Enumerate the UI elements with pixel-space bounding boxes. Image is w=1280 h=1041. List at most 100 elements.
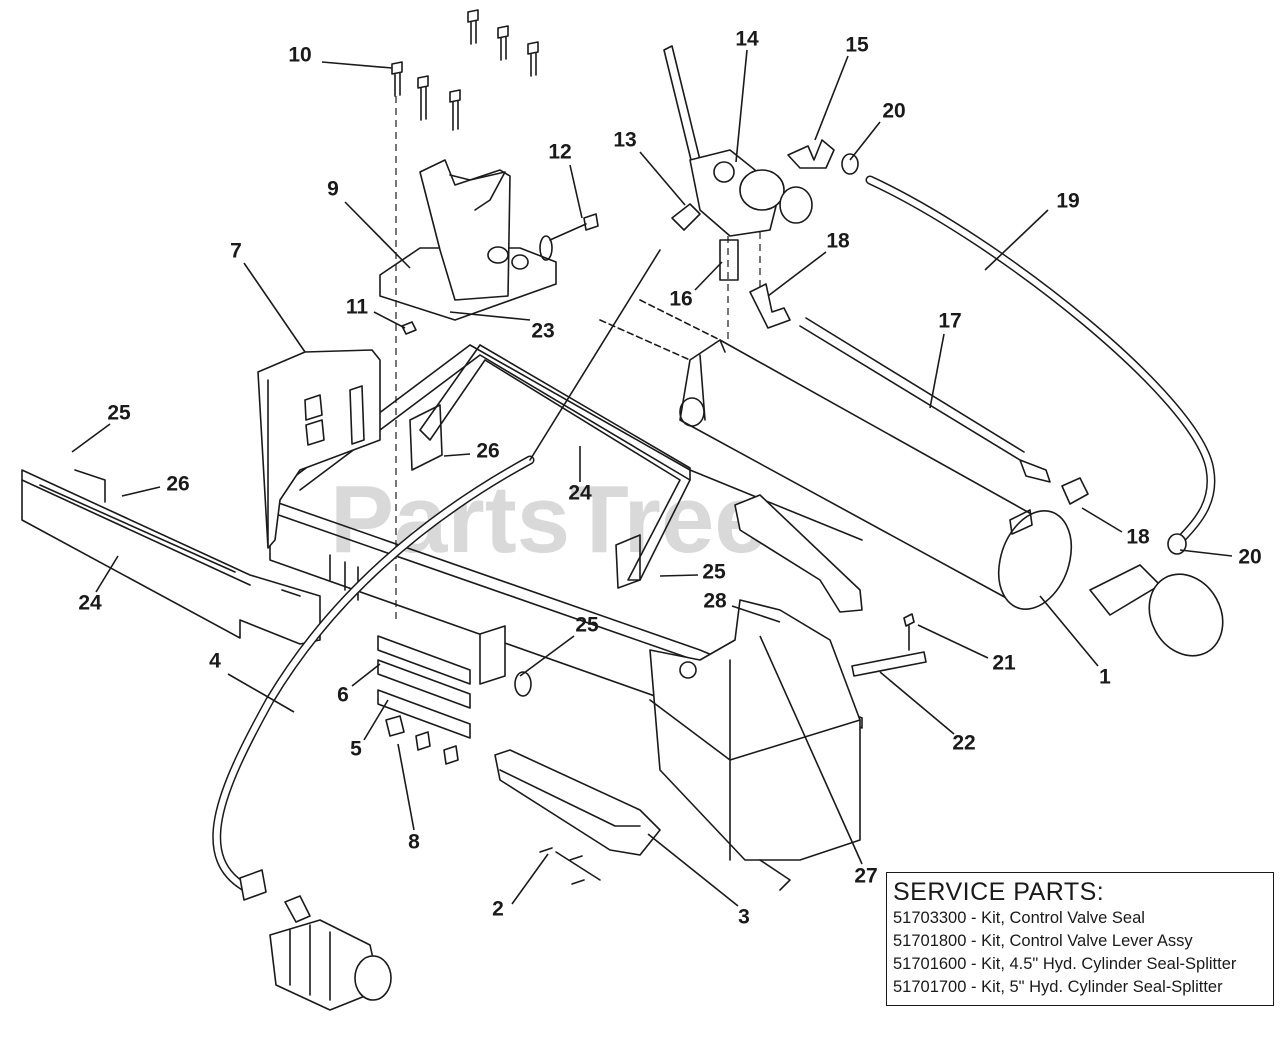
service-parts-box: SERVICE PARTS: 51703300 - Kit, Control V… xyxy=(886,872,1274,1006)
filter-assembly xyxy=(1089,564,1224,657)
callout-label-26: 26 xyxy=(476,440,499,463)
callout-leader-17 xyxy=(929,333,945,409)
callout-leader-11 xyxy=(373,311,406,329)
fitting-13 xyxy=(671,203,701,231)
callout-label-14: 14 xyxy=(735,28,759,51)
watermark: PartsTree xyxy=(330,466,768,573)
callout-label-4: 4 xyxy=(209,650,221,673)
hose-19 xyxy=(865,175,1216,545)
hose-4 xyxy=(212,249,661,895)
callout-label-25: 25 xyxy=(107,402,131,425)
fitting-18-top xyxy=(749,283,791,329)
fitting-18-bottom xyxy=(1061,477,1089,505)
callout-leader-26 xyxy=(443,453,471,457)
callout-label-11: 11 xyxy=(346,296,369,319)
callout-leader-1 xyxy=(1039,595,1099,667)
callout-label-26: 26 xyxy=(166,473,189,496)
part-21-pin xyxy=(903,613,915,651)
callout-label-21: 21 xyxy=(992,652,1016,675)
callout-leader-18 xyxy=(767,251,827,297)
callout-label-10: 10 xyxy=(288,44,311,67)
service-parts-title: SERVICE PARTS: xyxy=(893,878,1105,906)
callout-label-16: 16 xyxy=(669,288,692,311)
hydraulic-pump xyxy=(239,869,392,1011)
callout-label-18: 18 xyxy=(1126,526,1150,549)
tube-17 xyxy=(799,317,1051,483)
callout-leader-15 xyxy=(814,55,849,141)
callout-label-20: 20 xyxy=(1238,546,1261,569)
bolts-2 xyxy=(539,847,601,885)
callout-leader-19 xyxy=(984,209,1049,271)
callout-leader-25 xyxy=(71,423,111,453)
callout-label-9: 9 xyxy=(327,178,339,201)
callout-leader-14 xyxy=(735,49,748,163)
part-14-control-valve xyxy=(663,45,813,237)
part-22-strap xyxy=(851,651,927,677)
callout-label-8: 8 xyxy=(408,831,420,854)
service-part-row: 51701600 - Kit, 4.5" Hyd. Cylinder Seal-… xyxy=(893,955,1237,973)
callout-leader-10 xyxy=(321,61,393,69)
part-17-cylinder xyxy=(599,299,1073,610)
callout-label-27: 27 xyxy=(854,865,877,888)
callout-label-20: 20 xyxy=(882,100,905,123)
callout-label-28: 28 xyxy=(703,590,727,613)
nut-11 xyxy=(401,321,417,335)
callout-leader-28 xyxy=(731,605,781,623)
callout-label-15: 15 xyxy=(845,34,869,57)
callout-label-1: 1 xyxy=(1099,666,1111,689)
plates-5-6 xyxy=(377,625,532,739)
callout-label-12: 12 xyxy=(548,141,571,164)
part-7-plate xyxy=(257,349,381,549)
callout-leader-20 xyxy=(1179,549,1233,557)
callout-label-19: 19 xyxy=(1056,190,1079,213)
callout-leader-27 xyxy=(759,635,863,865)
callout-label-3: 3 xyxy=(738,906,750,929)
fitting-15 xyxy=(787,139,835,169)
callout-label-2: 2 xyxy=(492,898,504,921)
service-part-row: 51701800 - Kit, Control Valve Lever Assy xyxy=(893,932,1193,950)
callout-leader-22 xyxy=(879,671,955,735)
callout-leader-13 xyxy=(639,151,686,206)
callout-leader-9 xyxy=(344,201,411,269)
callout-label-17: 17 xyxy=(938,310,961,333)
service-part-row: 51703300 - Kit, Control Valve Seal xyxy=(893,909,1145,927)
part-9-wedge xyxy=(379,159,557,321)
part-24-center-bracket xyxy=(409,344,691,589)
callout-leader-3 xyxy=(647,833,739,907)
callout-label-7: 7 xyxy=(230,240,242,263)
callout-leader-5 xyxy=(363,699,389,741)
callout-label-23: 23 xyxy=(531,320,554,343)
nuts-8 xyxy=(385,715,459,765)
callout-label-5: 5 xyxy=(350,738,362,761)
callout-leader-20 xyxy=(849,121,881,161)
callout-label-25: 25 xyxy=(702,561,726,584)
callout-leader-16 xyxy=(694,261,723,291)
callout-label-25: 25 xyxy=(575,614,599,637)
part-24-left-slide xyxy=(21,469,321,645)
callout-label-18: 18 xyxy=(826,230,850,253)
clamp-20-bottom xyxy=(1167,533,1187,555)
callout-leader-12 xyxy=(569,164,583,219)
callout-leader-8 xyxy=(397,743,415,831)
callout-leader-23 xyxy=(449,311,531,321)
part-3-lever xyxy=(494,749,661,856)
callout-leader-18 xyxy=(1081,507,1123,533)
tie-plate-right xyxy=(734,494,863,613)
callout-label-13: 13 xyxy=(613,129,636,152)
callout-leader-7 xyxy=(243,262,306,353)
washer-23 xyxy=(539,235,553,261)
callout-label-24: 24 xyxy=(568,482,592,505)
callout-leader-21 xyxy=(917,624,989,659)
callout-leader-2 xyxy=(511,853,549,905)
fitting-16 xyxy=(719,239,739,281)
callout-label-24: 24 xyxy=(78,592,102,615)
callout-leader-26 xyxy=(121,486,161,497)
clamp-20-top xyxy=(841,153,859,175)
bolt-12 xyxy=(549,213,599,241)
lower-tank-frame xyxy=(649,599,861,891)
service-part-row: 51701700 - Kit, 5" Hyd. Cylinder Seal-Sp… xyxy=(893,978,1223,996)
callout-label-6: 6 xyxy=(337,684,349,707)
callout-leader-6 xyxy=(351,663,381,687)
